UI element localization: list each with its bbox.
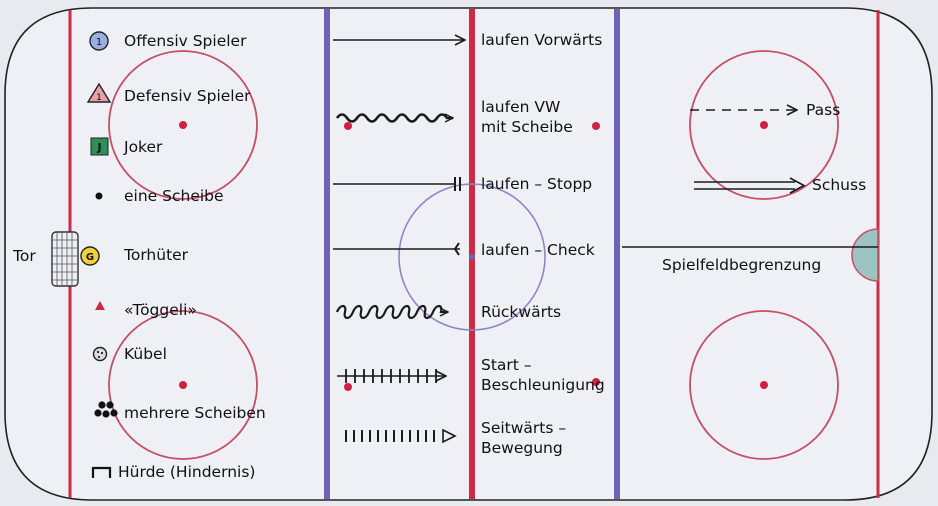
faceoff-dot-top-left bbox=[179, 121, 187, 129]
skate-backward-arrow bbox=[335, 304, 448, 320]
offensive-player-label: Offensiv Spieler bbox=[124, 32, 247, 50]
skate-sideways-symbol bbox=[345, 428, 457, 444]
skate-start-symbol bbox=[337, 369, 446, 383]
skate-sideways-label: Seitwärts – Bewegung bbox=[481, 419, 567, 457]
faceoff-circle-top-right bbox=[689, 50, 839, 200]
defensive-player-label: Defensiv Spieler bbox=[124, 87, 251, 105]
svg-text:1: 1 bbox=[96, 93, 102, 103]
neutral-dot-top-right bbox=[592, 122, 600, 130]
shot-label: Schuss bbox=[812, 176, 867, 194]
faceoff-dot-bottom-right bbox=[760, 381, 768, 389]
skate-stop-symbol bbox=[333, 177, 461, 191]
faceoff-dot-top-right bbox=[760, 121, 768, 129]
cone-label: «Töggeli» bbox=[124, 301, 197, 319]
faceoff-circle-top-left bbox=[108, 50, 258, 200]
goalie-icon: G bbox=[80, 246, 100, 266]
joker-label: Joker bbox=[124, 138, 163, 156]
rink-boards bbox=[4, 7, 933, 501]
center-circle bbox=[398, 183, 546, 331]
neutral-dot-bottom-right bbox=[592, 378, 600, 386]
boundary-label: Spielfeldbegrenzung bbox=[662, 256, 822, 274]
multiple-pucks-icon bbox=[94, 401, 118, 418]
svg-text:J: J bbox=[96, 141, 101, 154]
multiple-pucks-label: mehrere Scheiben bbox=[124, 404, 266, 422]
skate-with-puck-arrow bbox=[335, 113, 453, 123]
neutral-dot-bottom-left bbox=[344, 383, 352, 391]
goalie-label: Torhüter bbox=[124, 246, 189, 264]
bucket-icon bbox=[92, 346, 108, 362]
goal-crease-right bbox=[851, 228, 879, 282]
svg-text:G: G bbox=[86, 252, 94, 263]
skate-check-symbol bbox=[333, 242, 460, 256]
skate-forward-label: laufen Vorwärts bbox=[481, 31, 603, 49]
offensive-player-icon: 1 bbox=[89, 31, 109, 51]
goal-label: Tor bbox=[13, 247, 36, 265]
skate-start-label: Start – Beschleunigung bbox=[481, 356, 605, 394]
joker-icon: J bbox=[90, 137, 109, 156]
faceoff-dot-bottom-left bbox=[179, 381, 187, 389]
skate-check-label: laufen – Check bbox=[481, 241, 595, 259]
hurdle-label: Hürde (Hindernis) bbox=[118, 463, 256, 481]
hurdle-icon bbox=[91, 466, 112, 478]
pass-label: Pass bbox=[806, 101, 841, 119]
skate-stop-label: laufen – Stopp bbox=[481, 175, 593, 193]
defensive-player-icon: 1 bbox=[86, 82, 112, 103]
puck-icon bbox=[95, 192, 103, 200]
shot-arrow bbox=[694, 177, 806, 194]
bucket-label: Kübel bbox=[124, 345, 167, 363]
puck-label: eine Scheibe bbox=[124, 187, 224, 205]
cone-icon bbox=[95, 301, 105, 310]
svg-text:1: 1 bbox=[96, 37, 102, 48]
faceoff-circle-bottom-left bbox=[108, 310, 258, 460]
center-faceoff-dot bbox=[469, 254, 475, 260]
skate-with-puck-label: laufen VW mit Scheibe bbox=[481, 98, 573, 136]
neutral-dot-top-left bbox=[344, 122, 352, 130]
skate-backward-label: Rückwärts bbox=[481, 303, 562, 321]
goal-net-icon bbox=[51, 231, 79, 287]
faceoff-circle-bottom-right bbox=[689, 310, 839, 460]
